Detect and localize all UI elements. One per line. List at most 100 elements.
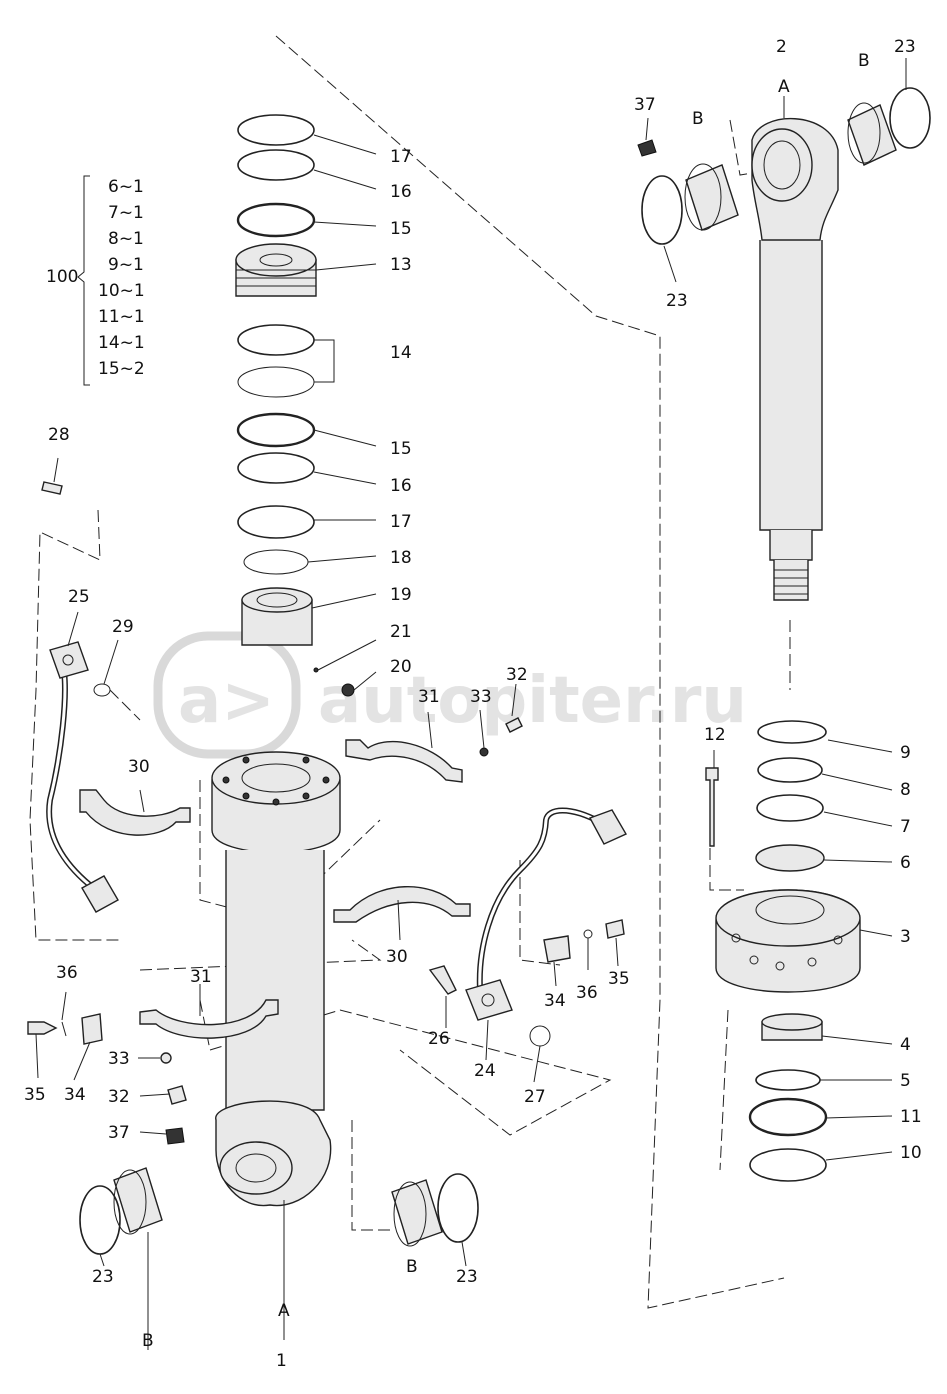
callout-17: 17 xyxy=(390,147,412,167)
plate-34-left xyxy=(81,1013,103,1045)
clamp-31-upper xyxy=(345,739,463,783)
callout-16: 16 xyxy=(390,476,412,496)
callout-8: 8 xyxy=(900,780,911,800)
callout-36: 36 xyxy=(576,983,598,1003)
washer-33-lower xyxy=(160,1052,172,1064)
piston-rod xyxy=(751,118,839,601)
callout-25: 25 xyxy=(68,587,90,607)
kit-item: 9~1 xyxy=(108,255,144,275)
bolt-32-upper xyxy=(505,717,523,733)
bolt-35-right xyxy=(605,919,625,939)
o-ring-27 xyxy=(529,1025,551,1047)
letter-A: A xyxy=(278,1301,290,1321)
bolt-26 xyxy=(428,965,457,995)
callout-6: 6 xyxy=(900,853,911,873)
callout-4: 4 xyxy=(900,1035,911,1055)
shim-18 xyxy=(243,549,309,575)
ring-16a xyxy=(237,149,315,181)
bolt-32-lower xyxy=(167,1085,187,1105)
callout-32: 32 xyxy=(108,1087,130,1107)
callout-15: 15 xyxy=(390,439,412,459)
letter-B: B xyxy=(406,1257,418,1277)
callout-35: 35 xyxy=(608,969,630,989)
o-ring-10 xyxy=(749,1148,827,1182)
callout-37: 37 xyxy=(108,1123,130,1143)
backup-ring-11 xyxy=(748,1097,828,1137)
ring-7 xyxy=(756,794,824,822)
callout-15: 15 xyxy=(390,219,412,239)
clamp-30-middle xyxy=(333,886,471,923)
ring-17b xyxy=(237,505,315,539)
clamp-30-left xyxy=(79,789,191,836)
piston-13 xyxy=(235,243,317,297)
callout-19: 19 xyxy=(390,585,412,605)
callout-27: 27 xyxy=(524,1087,546,1107)
watermark-text: autopiter.ru xyxy=(318,664,747,738)
callout-18: 18 xyxy=(390,548,412,568)
leader-lines xyxy=(35,58,907,1350)
reference-letters: A B B A B B xyxy=(142,51,870,1351)
ring-16b xyxy=(237,452,315,484)
rod-cover-head xyxy=(715,889,861,993)
kit-list: 100 6~1 7~1 8~1 9~1 10~1 11~1 14~1 15~2 xyxy=(46,177,145,379)
letter-B: B xyxy=(142,1331,154,1351)
grease-fitting-bottom xyxy=(165,1127,185,1145)
callout-23: 23 xyxy=(456,1267,478,1287)
callout-23: 23 xyxy=(666,291,688,311)
watermark: a> autopiter.ru xyxy=(153,631,747,759)
callout-5: 5 xyxy=(900,1071,911,1091)
ring-14b xyxy=(237,366,315,398)
bushing-4 xyxy=(761,1013,823,1041)
assembly-dash-lines xyxy=(29,35,791,1309)
letter-B: B xyxy=(692,109,704,129)
callout-10: 10 xyxy=(900,1143,922,1163)
callout-34: 34 xyxy=(544,991,566,1011)
callout-23: 23 xyxy=(92,1267,114,1287)
dust-seal-bottom-right xyxy=(437,1173,479,1243)
ring-15a xyxy=(236,202,316,238)
bolt-35-left xyxy=(27,1021,58,1035)
callout-36: 36 xyxy=(56,963,78,983)
kit-item: 15~2 xyxy=(98,359,145,379)
callout-28: 28 xyxy=(48,425,70,445)
letter-B: B xyxy=(858,51,870,71)
ball-21 xyxy=(313,667,319,673)
ring-8 xyxy=(757,757,823,783)
callout-37: 37 xyxy=(634,95,656,115)
callout-17: 17 xyxy=(390,512,412,532)
clamp-31-lower xyxy=(139,999,279,1039)
kit-item: 8~1 xyxy=(108,229,144,249)
set-screw-20 xyxy=(341,683,355,697)
kit-item: 6~1 xyxy=(108,177,144,197)
nut-19 xyxy=(241,587,313,646)
grease-fitting-top xyxy=(637,139,657,157)
callouts: 17 16 15 13 14 15 16 17 18 19 21 20 28 2… xyxy=(24,37,922,1371)
bushing-bottom-left xyxy=(113,1167,163,1235)
callout-13: 13 xyxy=(390,255,412,275)
callout-31: 31 xyxy=(418,687,440,707)
callout-33: 33 xyxy=(108,1049,130,1069)
bushing-top-left xyxy=(684,163,739,231)
callout-9: 9 xyxy=(900,743,911,763)
bolt-12 xyxy=(705,767,719,847)
kit-item: 14~1 xyxy=(98,333,145,353)
fitting-left xyxy=(81,875,119,913)
letter-A: A xyxy=(778,77,790,97)
callout-26: 26 xyxy=(428,1029,450,1049)
plate-34-right xyxy=(543,935,571,963)
callout-3: 3 xyxy=(900,927,911,947)
cylinder-tube xyxy=(211,751,341,1207)
bushing-bottom-right xyxy=(391,1179,443,1247)
callout-21: 21 xyxy=(390,622,412,642)
callout-2: 2 xyxy=(776,37,787,57)
callout-31: 31 xyxy=(190,967,212,987)
callout-23: 23 xyxy=(894,37,916,57)
callout-33: 33 xyxy=(470,687,492,707)
kit-item: 7~1 xyxy=(108,203,144,223)
callout-32: 32 xyxy=(506,665,528,685)
callout-7: 7 xyxy=(900,817,911,837)
callout-1: 1 xyxy=(276,1351,287,1371)
callout-30: 30 xyxy=(386,947,408,967)
callout-34: 34 xyxy=(64,1085,86,1105)
